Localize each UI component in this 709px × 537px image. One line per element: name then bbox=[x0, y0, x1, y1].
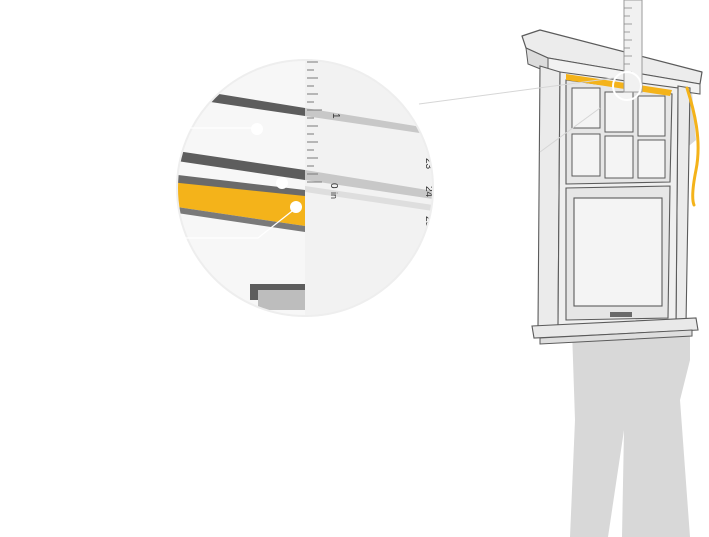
callout-dot-frame bbox=[251, 123, 263, 135]
zoom-tape bbox=[177, 182, 305, 226]
ruler-label-1: 1 bbox=[330, 113, 341, 119]
ruler-label-zero: 0 bbox=[328, 183, 339, 189]
zoom-target-circle bbox=[612, 71, 642, 101]
sash-lift-handle bbox=[610, 312, 632, 317]
ruler-label-23: 23 bbox=[423, 158, 434, 170]
callout-lines bbox=[418, 77, 615, 153]
ruler-ticks bbox=[307, 61, 322, 183]
zoom-lens: 1 0 in 23 24 25 bbox=[176, 59, 434, 317]
measuring-tape-hanging bbox=[685, 86, 700, 207]
callout-markers bbox=[178, 123, 302, 239]
measuring-tape bbox=[566, 74, 672, 96]
callout-dot-tape bbox=[290, 201, 302, 213]
callout-dot-stop bbox=[276, 177, 288, 189]
window-sill bbox=[531, 317, 699, 339]
window bbox=[521, 29, 703, 345]
ruler-unit-label: in bbox=[329, 192, 339, 199]
upper-panes bbox=[571, 87, 666, 179]
window-casing-left bbox=[537, 65, 561, 327]
lower-pane bbox=[573, 197, 663, 307]
window-ruler bbox=[623, 0, 643, 93]
ruler-label-24: 24 bbox=[423, 186, 434, 198]
